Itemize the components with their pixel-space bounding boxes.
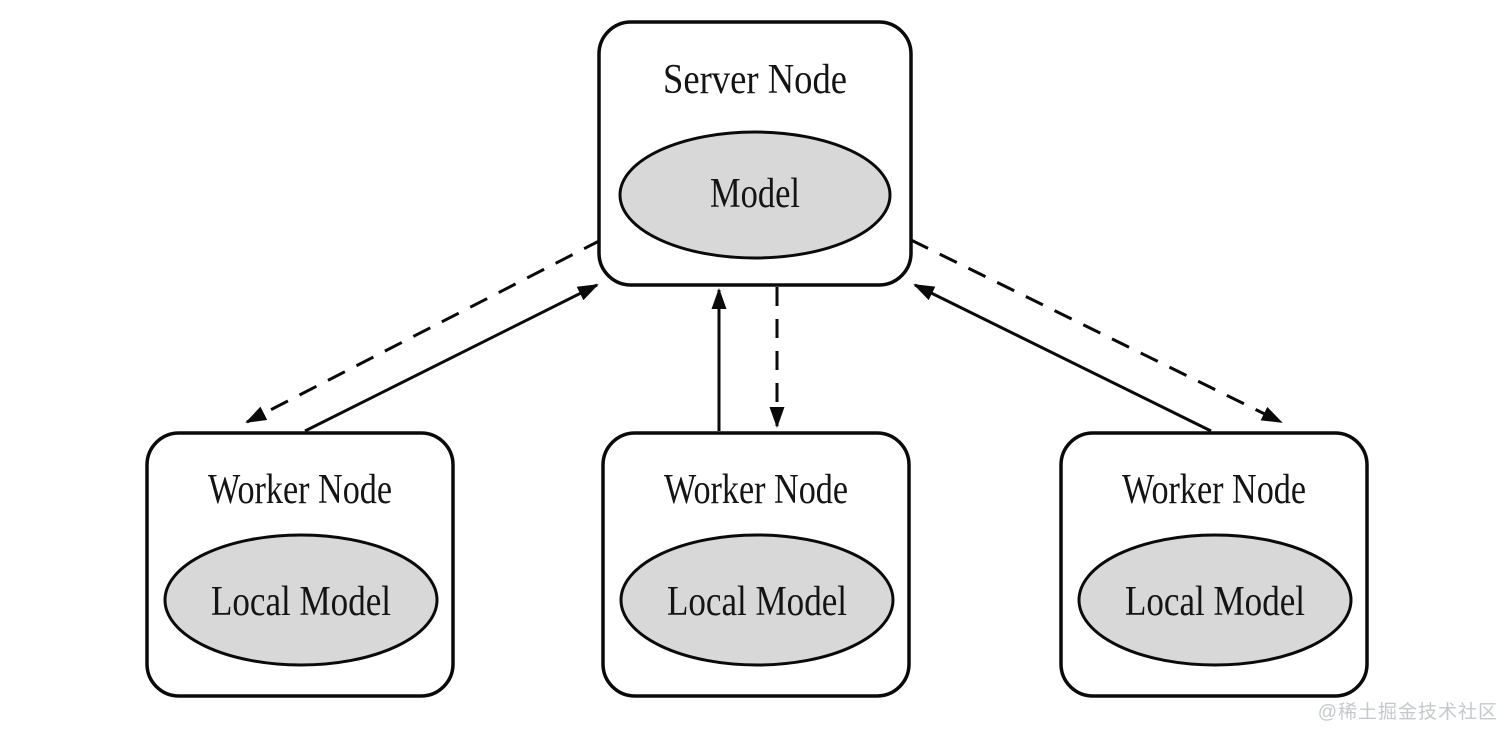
server-node: Server Node Model xyxy=(597,20,913,287)
edge-worker1-to-server-solid-arrow xyxy=(304,283,599,433)
worker-node-1-title: Worker Node xyxy=(208,467,392,513)
worker-node-1: Worker Node Local Model xyxy=(145,431,455,698)
worker-node-3: Worker Node Local Model xyxy=(1059,431,1369,698)
worker-node-2-ellipse xyxy=(619,533,895,667)
worker-node-1-model-label: Local Model xyxy=(211,579,391,625)
worker-node-2-model-label: Local Model xyxy=(667,579,847,625)
worker-node-3-title: Worker Node xyxy=(1122,467,1306,513)
edge-server-to-worker1-dashed-arrow xyxy=(245,238,602,424)
server-node-title: Server Node xyxy=(663,57,847,103)
edge-worker3-to-server-solid-arrow xyxy=(913,283,1212,433)
worker-node-1-ellipse xyxy=(163,533,439,667)
worker-node-3-model-label: Local Model xyxy=(1125,579,1305,625)
site-watermark: @稀土掘金技术社区 xyxy=(1317,702,1498,723)
worker-node-2: Worker Node Local Model xyxy=(601,431,911,698)
worker-node-2-title: Worker Node xyxy=(664,467,848,513)
server-model-label: Model xyxy=(710,171,800,217)
server-model-ellipse xyxy=(618,130,892,260)
edge-server-to-worker3-dashed-arrow xyxy=(910,238,1283,424)
worker-node-3-ellipse xyxy=(1077,533,1353,667)
edges xyxy=(245,238,1283,433)
